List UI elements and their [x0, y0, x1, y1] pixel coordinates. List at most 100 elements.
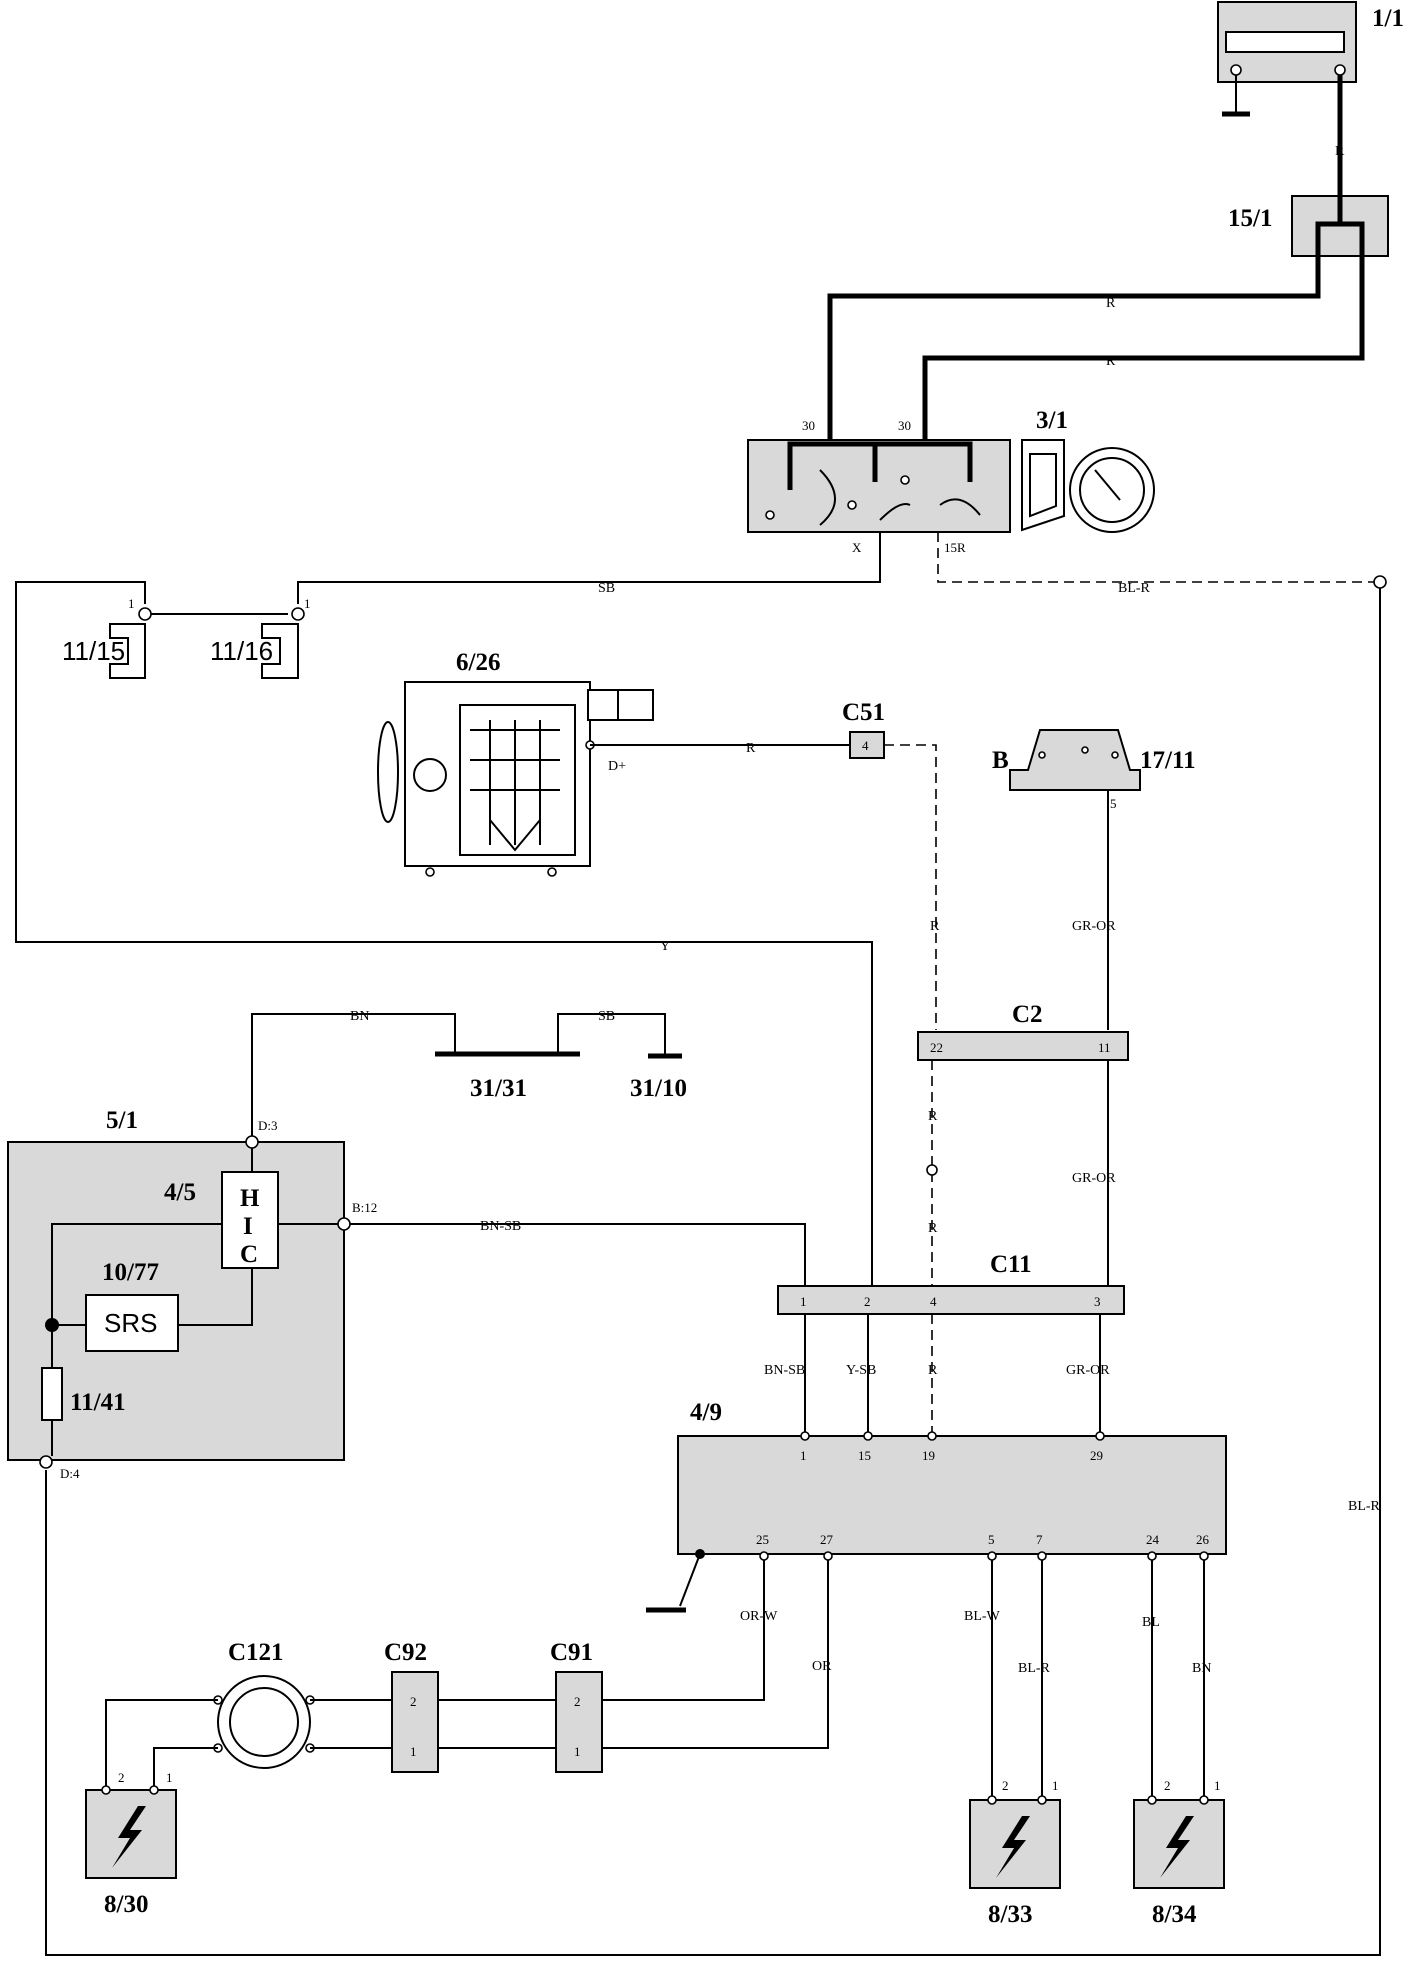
wire-label-y: Y — [660, 939, 670, 954]
c2-pin-left: 22 — [930, 1040, 943, 1055]
wire-label-bl-r: BL-R — [1018, 1661, 1051, 1676]
m49-top-pin: 15 — [858, 1448, 871, 1463]
wire-label-bn: BN — [350, 1009, 369, 1024]
fuse-1141-label: 11/41 — [70, 1389, 126, 1416]
fuse-box-label: 15/1 — [1228, 205, 1272, 232]
ground-3110-label: 31/10 — [630, 1075, 687, 1102]
wire-label-r: R — [1335, 144, 1345, 159]
module-45-label: 4/5 — [164, 1179, 196, 1206]
hic-h: H — [240, 1185, 260, 1212]
lamp-1116-label: 11/16 — [210, 636, 273, 666]
lamp-pin: 1 — [128, 596, 135, 611]
wire-label-bl-r: BL-R — [1348, 1499, 1381, 1514]
wire-label-sb: SB — [598, 1009, 615, 1024]
m49-top-pin: 1 — [800, 1448, 807, 1463]
lamps: SB Y 1 1 11/15 11/16 — [15, 532, 881, 1290]
c11-pin: 4 — [930, 1294, 937, 1309]
lamp-pin: 1 — [304, 596, 311, 611]
m49-top-pin: 19 — [922, 1448, 935, 1463]
sensor-pin: 2 — [1002, 1778, 1009, 1793]
pin-d3: D:3 — [258, 1118, 278, 1133]
wire-label-bn-sb: BN-SB — [480, 1219, 521, 1234]
m49-bottom-pin: 25 — [756, 1532, 769, 1547]
c121-label: C121 — [228, 1639, 284, 1666]
wire-label-r: R — [928, 1363, 938, 1378]
battery: 1/1 — [1217, 1, 1404, 117]
cpin: 2 — [574, 1694, 581, 1709]
cpin: 1 — [574, 1744, 581, 1759]
c2-label: C2 — [1012, 1001, 1043, 1028]
bottom-wiring: OR-W OR BL-W BL-R BL BN — [602, 1560, 1211, 1800]
c11-pin: 3 — [1094, 1294, 1101, 1309]
m49-bottom-pin: 26 — [1196, 1532, 1210, 1547]
relay-b-label: B — [992, 747, 1009, 774]
m49-bottom-pin: 5 — [988, 1532, 995, 1547]
grounds: BN 31/31 SB 31/10 — [251, 1009, 687, 1136]
wire-label-bn-sb: BN-SB — [764, 1363, 805, 1378]
pin-d4: D:4 — [60, 1466, 80, 1481]
sensor-pin: 1 — [1052, 1778, 1059, 1793]
c92-label: C92 — [384, 1639, 427, 1666]
sensor-pin: 1 — [1214, 1778, 1221, 1793]
pin-b12: B:12 — [352, 1200, 377, 1215]
module-51: 5/1 D:3 H I C 4/5 B:12 SRS 10/77 11/41 D… — [7, 1107, 806, 1481]
module-51-label: 5/1 — [106, 1107, 138, 1134]
pin-15r: 15R — [944, 540, 966, 555]
ignition-switch-label: 3/1 — [1036, 407, 1068, 434]
wire-label-y-sb: Y-SB — [846, 1363, 876, 1378]
sensor-connectors: C91 2 1 C92 2 1 C121 — [105, 1639, 603, 1790]
sensor-834-label: 8/34 — [1152, 1901, 1197, 1928]
c11-pin: 1 — [800, 1294, 807, 1309]
wire-label-r: R — [930, 919, 940, 934]
wire-label-gr-or: GR-OR — [1072, 919, 1116, 934]
terminal-d-plus: D+ — [608, 759, 626, 774]
wire-label-gr-or: GR-OR — [1072, 1171, 1116, 1186]
srs-label: SRS — [104, 1308, 157, 1338]
wire-label-r: R — [928, 1221, 938, 1236]
wire-label-r: R — [928, 1109, 938, 1124]
relay-pin: 5 — [1110, 796, 1117, 811]
pin-30-a: 30 — [802, 418, 815, 433]
pin-30-b: 30 — [898, 418, 911, 433]
wire-label-sb: SB — [598, 581, 615, 596]
cpin: 1 — [410, 1744, 417, 1759]
sensor-833-label: 8/33 — [988, 1901, 1032, 1928]
wire-label-r: R — [746, 741, 756, 756]
connector-c11: C11 1 2 4 3 BN-SB Y-SB R GR-OR — [764, 1251, 1125, 1436]
hic-c: C — [240, 1241, 258, 1268]
sensor-830-label: 8/30 — [104, 1891, 148, 1918]
wire-label-r: R — [1106, 354, 1116, 369]
wire-label-r: R — [1106, 296, 1116, 311]
c51-pin: 4 — [862, 738, 869, 753]
fuse-box: 15/1 R R R — [827, 75, 1389, 456]
lamp-1115-label: 11/15 — [62, 636, 125, 666]
wire-label-bl-r: BL-R — [1118, 581, 1151, 596]
module-49: 4/9 1 15 19 29 25 27 5 7 24 26 — [646, 1399, 1227, 1613]
sensors: 2 1 8/30 2 1 8/33 2 1 8/34 — [85, 1770, 1225, 1928]
c91-label: C91 — [550, 1639, 593, 1666]
wire-label-or-w: OR-W — [740, 1609, 778, 1624]
connector-c51: 4 C51 R — [842, 699, 940, 1030]
wire-label-or: OR — [812, 1659, 832, 1674]
sensor-pin: 2 — [118, 1770, 125, 1785]
c51-label: C51 — [842, 699, 885, 726]
connector-c2: C2 22 11 R R GR-OR — [917, 1001, 1129, 1285]
ignition-switch: 3/1 30 30 X 15R — [747, 407, 1155, 555]
battery-label: 1/1 — [1372, 5, 1404, 32]
wire-label-bl-w: BL-W — [964, 1609, 1001, 1624]
relay-1711: B 17/11 5 GR-OR — [992, 729, 1196, 1030]
c2-pin-right: 11 — [1098, 1040, 1111, 1055]
wire-label-bn: BN — [1192, 1661, 1211, 1676]
alternator-label: 6/26 — [456, 649, 500, 676]
sensor-pin: 1 — [166, 1770, 173, 1785]
srs-id-label: 10/77 — [102, 1259, 159, 1286]
m49-bottom-pin: 24 — [1146, 1532, 1160, 1547]
pin-x: X — [852, 540, 862, 555]
alternator: 6/26 D+ R — [377, 649, 850, 877]
wire-label-bl: BL — [1142, 1615, 1160, 1630]
m49-bottom-pin: 27 — [820, 1532, 834, 1547]
c11-label: C11 — [990, 1251, 1032, 1278]
ground-3131-label: 31/31 — [470, 1075, 527, 1102]
hic-i: I — [243, 1213, 253, 1240]
